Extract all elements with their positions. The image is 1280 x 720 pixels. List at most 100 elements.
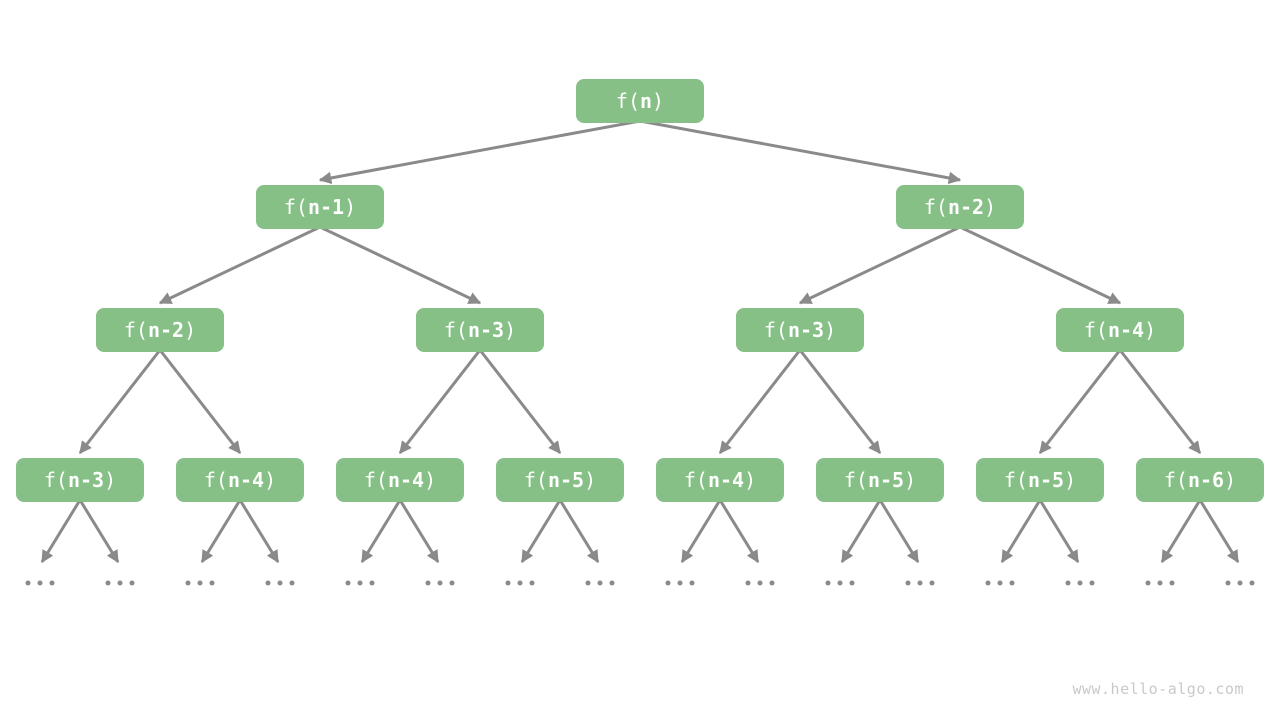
edge-arrow xyxy=(360,499,402,564)
node-label-argument: n-4 xyxy=(1107,318,1145,342)
node-label-suffix: ) xyxy=(344,195,357,219)
node-label-suffix: ) xyxy=(184,318,197,342)
ellipsis-dot xyxy=(757,580,763,586)
tree-node: f(n-5) xyxy=(496,458,624,502)
ellipsis-dot xyxy=(117,580,123,586)
node-label-prefix: f( xyxy=(203,468,228,492)
edge-arrow xyxy=(639,119,962,185)
ellipsis xyxy=(825,580,855,586)
ellipsis-dot xyxy=(985,580,991,586)
edge-arrow xyxy=(200,499,242,564)
ellipsis xyxy=(585,580,615,586)
edge-arrow xyxy=(1038,499,1080,564)
node-label-suffix: ) xyxy=(1144,318,1157,342)
node-label-suffix: ) xyxy=(984,195,997,219)
ellipsis xyxy=(905,580,935,586)
node-label-suffix: ) xyxy=(824,318,837,342)
edge-arrow xyxy=(680,499,722,564)
ellipsis-dot xyxy=(997,580,1003,586)
node-label-argument: n-4 xyxy=(227,468,265,492)
edge-arrow xyxy=(158,225,321,305)
node-label-suffix: ) xyxy=(904,468,917,492)
edge-arrow xyxy=(319,225,482,305)
ellipsis-dot xyxy=(185,580,191,586)
ellipsis-dot xyxy=(505,580,511,586)
ellipsis-dot xyxy=(825,580,831,586)
node-label-suffix: ) xyxy=(744,468,757,492)
ellipsis-dot xyxy=(1089,580,1095,586)
node-label-argument: n-5 xyxy=(547,468,585,492)
ellipsis-dot xyxy=(769,580,775,586)
ellipsis xyxy=(185,580,215,586)
ellipsis-dot xyxy=(585,580,591,586)
edge-arrow xyxy=(718,499,760,564)
tree-node: f(n-4) xyxy=(656,458,784,502)
node-label-argument: n-1 xyxy=(307,195,345,219)
tree-node: f(n-4) xyxy=(1056,308,1184,352)
ellipsis-dot xyxy=(49,580,55,586)
ellipsis-dot xyxy=(609,580,615,586)
ellipsis-dot xyxy=(265,580,271,586)
ellipsis xyxy=(265,580,295,586)
node-label-prefix: f( xyxy=(443,318,468,342)
ellipsis-dot xyxy=(689,580,695,586)
tree-node: f(n-4) xyxy=(176,458,304,502)
ellipsis xyxy=(345,580,375,586)
tree-node: f(n-6) xyxy=(1136,458,1264,502)
node-label-argument: n-5 xyxy=(1027,468,1065,492)
node-label-argument: n-3 xyxy=(67,468,105,492)
edge-arrow xyxy=(398,499,440,564)
ellipsis-dot xyxy=(25,580,31,586)
node-label-suffix: ) xyxy=(104,468,117,492)
tree-node: f(n-5) xyxy=(816,458,944,502)
ellipsis-dot xyxy=(905,580,911,586)
node-label-prefix: f( xyxy=(283,195,308,219)
ellipsis-dot xyxy=(1145,580,1151,586)
ellipsis-dot xyxy=(197,580,203,586)
tree-node: f(n-1) xyxy=(256,185,384,229)
edge-arrow xyxy=(1118,349,1202,454)
ellipsis-dot xyxy=(277,580,283,586)
node-label-prefix: f( xyxy=(1003,468,1028,492)
edge-arrow xyxy=(878,499,920,564)
ellipsis-dot xyxy=(449,580,455,586)
node-label-argument: n-3 xyxy=(467,318,505,342)
node-label-prefix: f( xyxy=(1083,318,1108,342)
tree-node: f(n) xyxy=(576,79,704,123)
node-label-suffix: ) xyxy=(652,89,665,113)
ellipsis-dot xyxy=(517,580,523,586)
tree-node: f(n-3) xyxy=(736,308,864,352)
ellipsis-dot xyxy=(1009,580,1015,586)
edge-arrow xyxy=(78,499,120,564)
edge-arrow xyxy=(78,349,162,454)
ellipsis-dot xyxy=(745,580,751,586)
node-label-prefix: f( xyxy=(615,89,640,113)
node-label-prefix: f( xyxy=(843,468,868,492)
node-label-argument: n xyxy=(640,89,653,113)
node-label-argument: n-3 xyxy=(787,318,825,342)
ellipsis-dot xyxy=(345,580,351,586)
node-label-prefix: f( xyxy=(763,318,788,342)
edge-arrow xyxy=(1160,499,1202,564)
edge-arrow xyxy=(238,499,280,564)
edge-arrow xyxy=(798,225,961,305)
ellipsis xyxy=(425,580,455,586)
ellipsis-dot xyxy=(425,580,431,586)
node-label-prefix: f( xyxy=(923,195,948,219)
ellipsis-dot xyxy=(289,580,295,586)
edge-arrow xyxy=(1000,499,1042,564)
ellipsis-dot xyxy=(357,580,363,586)
ellipsis-dot xyxy=(1237,580,1243,586)
ellipsis-dot xyxy=(1157,580,1163,586)
ellipsis-dot xyxy=(369,580,375,586)
ellipsis xyxy=(745,580,775,586)
node-label-prefix: f( xyxy=(523,468,548,492)
edge-arrow xyxy=(959,225,1122,305)
node-label-suffix: ) xyxy=(584,468,597,492)
tree-node: f(n-2) xyxy=(96,308,224,352)
ellipsis-dot xyxy=(597,580,603,586)
ellipsis-dot xyxy=(929,580,935,586)
ellipsis xyxy=(505,580,535,586)
node-label-argument: n-2 xyxy=(947,195,985,219)
node-label-suffix: ) xyxy=(504,318,517,342)
